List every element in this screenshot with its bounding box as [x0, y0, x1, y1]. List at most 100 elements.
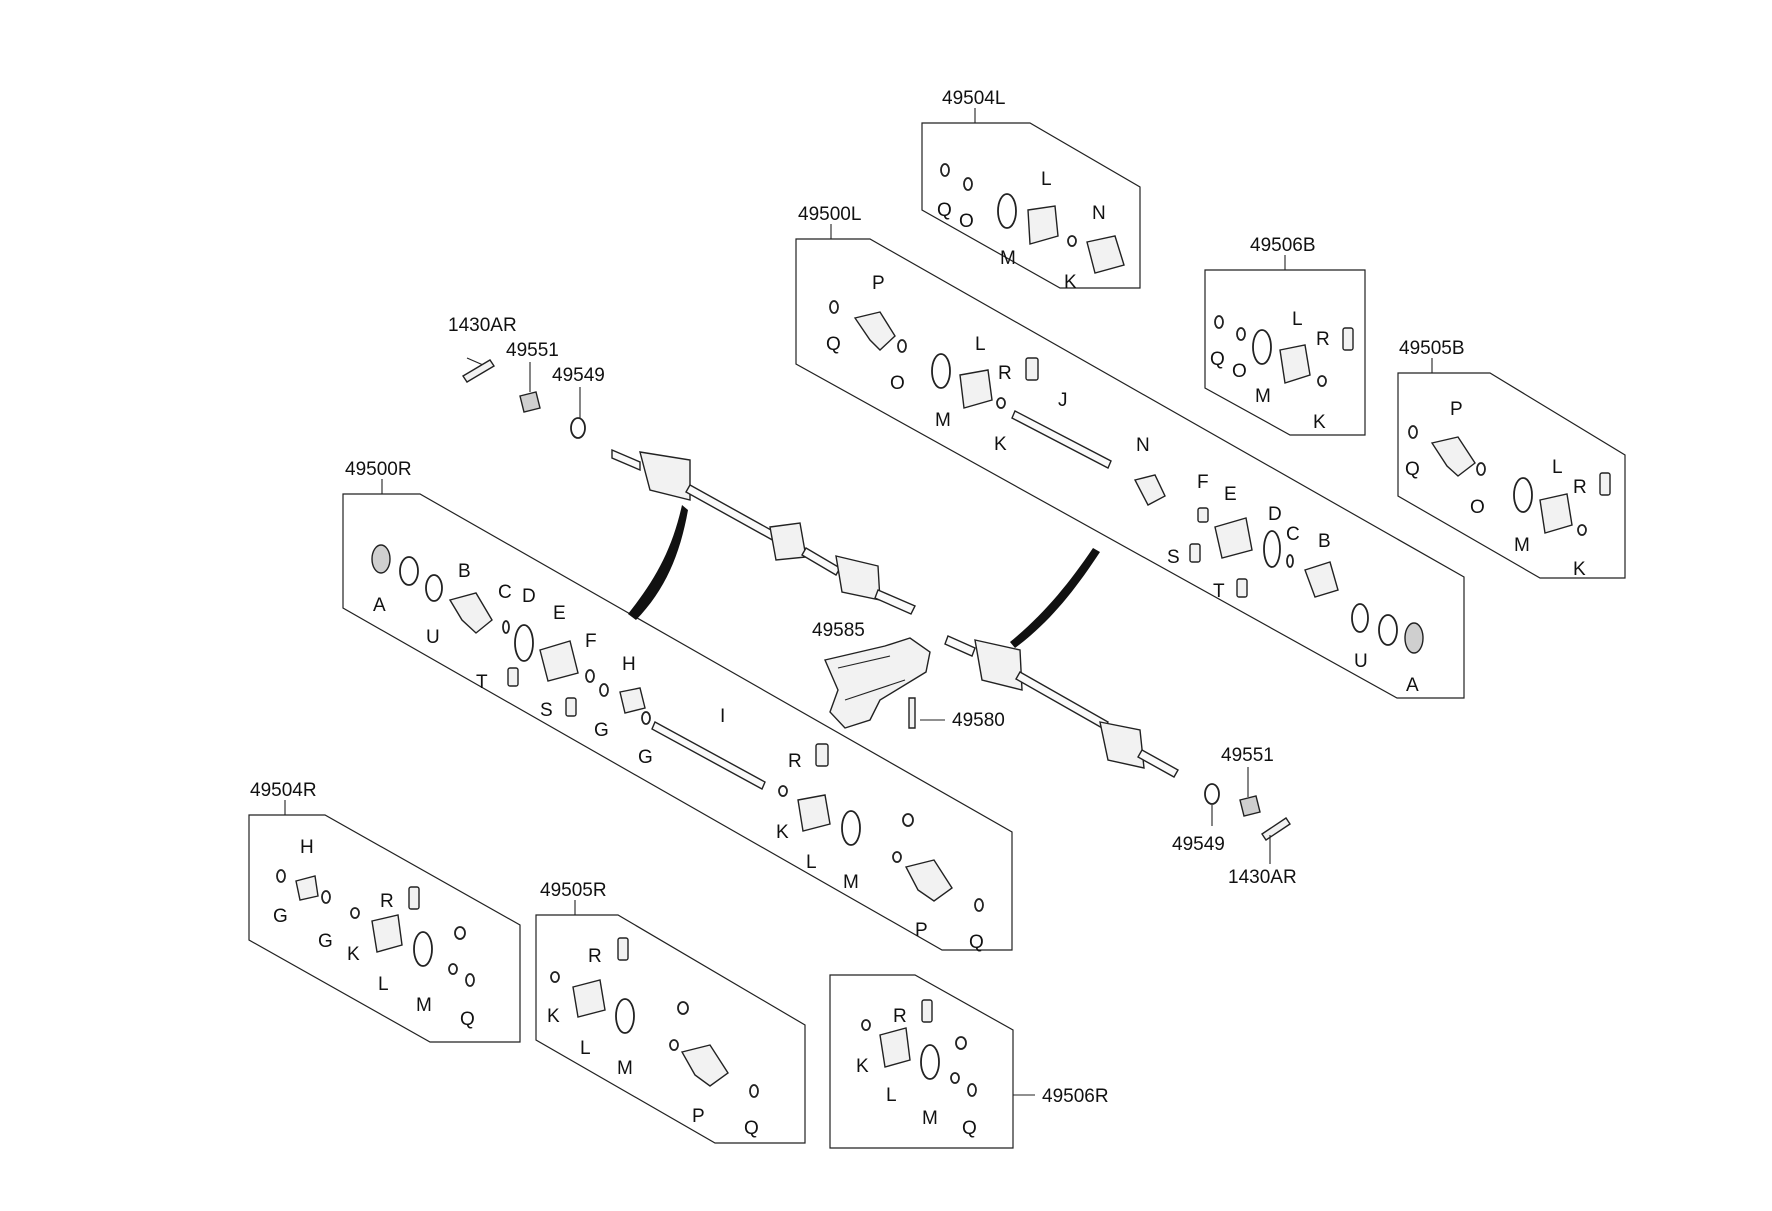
- label-49551-left[interactable]: 49551: [506, 340, 559, 361]
- box-49500L: [795, 238, 1465, 699]
- label-49506B[interactable]: 49506B: [1250, 235, 1316, 256]
- svg-text:L: L: [1552, 457, 1563, 478]
- svg-text:Q: Q: [962, 1118, 977, 1139]
- svg-text:T: T: [1213, 581, 1225, 602]
- svg-text:Q: Q: [744, 1118, 759, 1139]
- svg-text:E: E: [1224, 484, 1237, 505]
- label-49585[interactable]: 49585: [812, 620, 865, 641]
- svg-text:G: G: [273, 906, 288, 927]
- svg-text:G: G: [638, 747, 653, 768]
- svg-text:L: L: [886, 1085, 897, 1106]
- svg-text:K: K: [994, 434, 1007, 455]
- svg-text:R: R: [588, 946, 602, 967]
- label-49500L[interactable]: 49500L: [798, 204, 861, 225]
- svg-text:B: B: [1318, 531, 1331, 552]
- svg-text:R: R: [1573, 477, 1587, 498]
- svg-text:D: D: [522, 586, 536, 607]
- box-49505R: [535, 914, 806, 1144]
- group-49504R: 49504R G H G K L R M Q: [248, 780, 521, 1043]
- svg-text:H: H: [300, 837, 314, 858]
- svg-text:K: K: [1064, 272, 1077, 293]
- label-49505B[interactable]: 49505B: [1399, 338, 1465, 359]
- svg-text:K: K: [1313, 412, 1326, 433]
- center-bracket: 49585 49580: [812, 620, 1005, 731]
- svg-text:C: C: [498, 582, 512, 603]
- svg-text:Q: Q: [937, 200, 952, 221]
- svg-text:B: B: [458, 561, 471, 582]
- svg-text:L: L: [806, 852, 817, 873]
- svg-text:M: M: [416, 995, 432, 1016]
- label-49504R[interactable]: 49504R: [250, 780, 317, 801]
- svg-text:K: K: [856, 1056, 869, 1077]
- svg-text:A: A: [373, 595, 386, 616]
- svg-text:M: M: [935, 410, 951, 431]
- label-49580[interactable]: 49580: [952, 710, 1005, 731]
- svg-text:O: O: [959, 211, 974, 232]
- svg-text:L: L: [1292, 309, 1303, 330]
- svg-text:O: O: [890, 373, 905, 394]
- svg-text:F: F: [1197, 472, 1209, 493]
- box-49506B: [1204, 269, 1366, 436]
- link-arrow-right: [1010, 548, 1100, 648]
- svg-text:S: S: [1167, 547, 1180, 568]
- group-49506R: 49506R R K L M Q: [829, 974, 1109, 1149]
- group-49504L: 49504L Q O M L K N: [921, 88, 1141, 293]
- svg-text:R: R: [998, 363, 1012, 384]
- svg-text:M: M: [1255, 386, 1271, 407]
- svg-text:M: M: [922, 1108, 938, 1129]
- group-49500R: 49500R A U B C D E T F G S H G I R K L M: [342, 459, 1013, 953]
- svg-text:S: S: [540, 700, 553, 721]
- svg-text:P: P: [692, 1106, 705, 1127]
- svg-text:K: K: [776, 822, 789, 843]
- svg-text:L: L: [580, 1038, 591, 1059]
- svg-text:Q: Q: [460, 1009, 475, 1030]
- svg-text:G: G: [594, 720, 609, 741]
- svg-text:L: L: [975, 334, 986, 355]
- svg-text:C: C: [1286, 524, 1300, 545]
- svg-text:P: P: [872, 273, 885, 294]
- svg-text:O: O: [1470, 497, 1485, 518]
- label-49551-right[interactable]: 49551: [1221, 745, 1274, 766]
- svg-text:Q: Q: [1210, 349, 1225, 370]
- group-49505R: 49505R R K L M P Q: [535, 880, 806, 1144]
- svg-text:M: M: [1000, 248, 1016, 269]
- left-drive-shaft: 1430AR 49551 49549: [448, 315, 916, 620]
- svg-text:R: R: [380, 891, 394, 912]
- svg-text:L: L: [1041, 169, 1052, 190]
- svg-text:F: F: [585, 631, 597, 652]
- svg-text:O: O: [1232, 361, 1247, 382]
- box-49504L: [921, 122, 1141, 289]
- svg-text:Q: Q: [826, 334, 841, 355]
- label-49500R[interactable]: 49500R: [345, 459, 412, 480]
- svg-text:I: I: [720, 706, 725, 727]
- label-1430AR-left[interactable]: 1430AR: [448, 315, 517, 336]
- right-drive-shaft: 49551 49549 1430AR: [944, 548, 1297, 888]
- svg-text:P: P: [915, 920, 928, 941]
- box-49505B: [1397, 372, 1626, 579]
- svg-text:N: N: [1092, 203, 1106, 224]
- svg-text:M: M: [843, 872, 859, 893]
- svg-text:K: K: [347, 944, 360, 965]
- svg-text:R: R: [893, 1006, 907, 1027]
- svg-text:U: U: [426, 627, 440, 648]
- svg-text:R: R: [1316, 329, 1330, 350]
- label-49549-left[interactable]: 49549: [552, 365, 605, 386]
- svg-text:Q: Q: [969, 932, 984, 953]
- svg-text:U: U: [1354, 651, 1368, 672]
- svg-text:G: G: [318, 931, 333, 952]
- group-49505B: 49505B Q P O M L R K: [1397, 338, 1626, 580]
- svg-text:H: H: [622, 654, 636, 675]
- label-49504L[interactable]: 49504L: [942, 88, 1005, 109]
- svg-text:K: K: [547, 1006, 560, 1027]
- label-49549-right[interactable]: 49549: [1172, 834, 1225, 855]
- label-49506R[interactable]: 49506R: [1042, 1086, 1109, 1107]
- svg-text:L: L: [378, 974, 389, 995]
- svg-text:K: K: [1573, 559, 1586, 580]
- label-1430AR-right[interactable]: 1430AR: [1228, 867, 1297, 888]
- svg-text:Q: Q: [1405, 459, 1420, 480]
- label-49505R[interactable]: 49505R: [540, 880, 607, 901]
- svg-text:M: M: [1514, 535, 1530, 556]
- svg-text:R: R: [788, 751, 802, 772]
- svg-text:J: J: [1058, 390, 1068, 411]
- svg-text:D: D: [1268, 504, 1282, 525]
